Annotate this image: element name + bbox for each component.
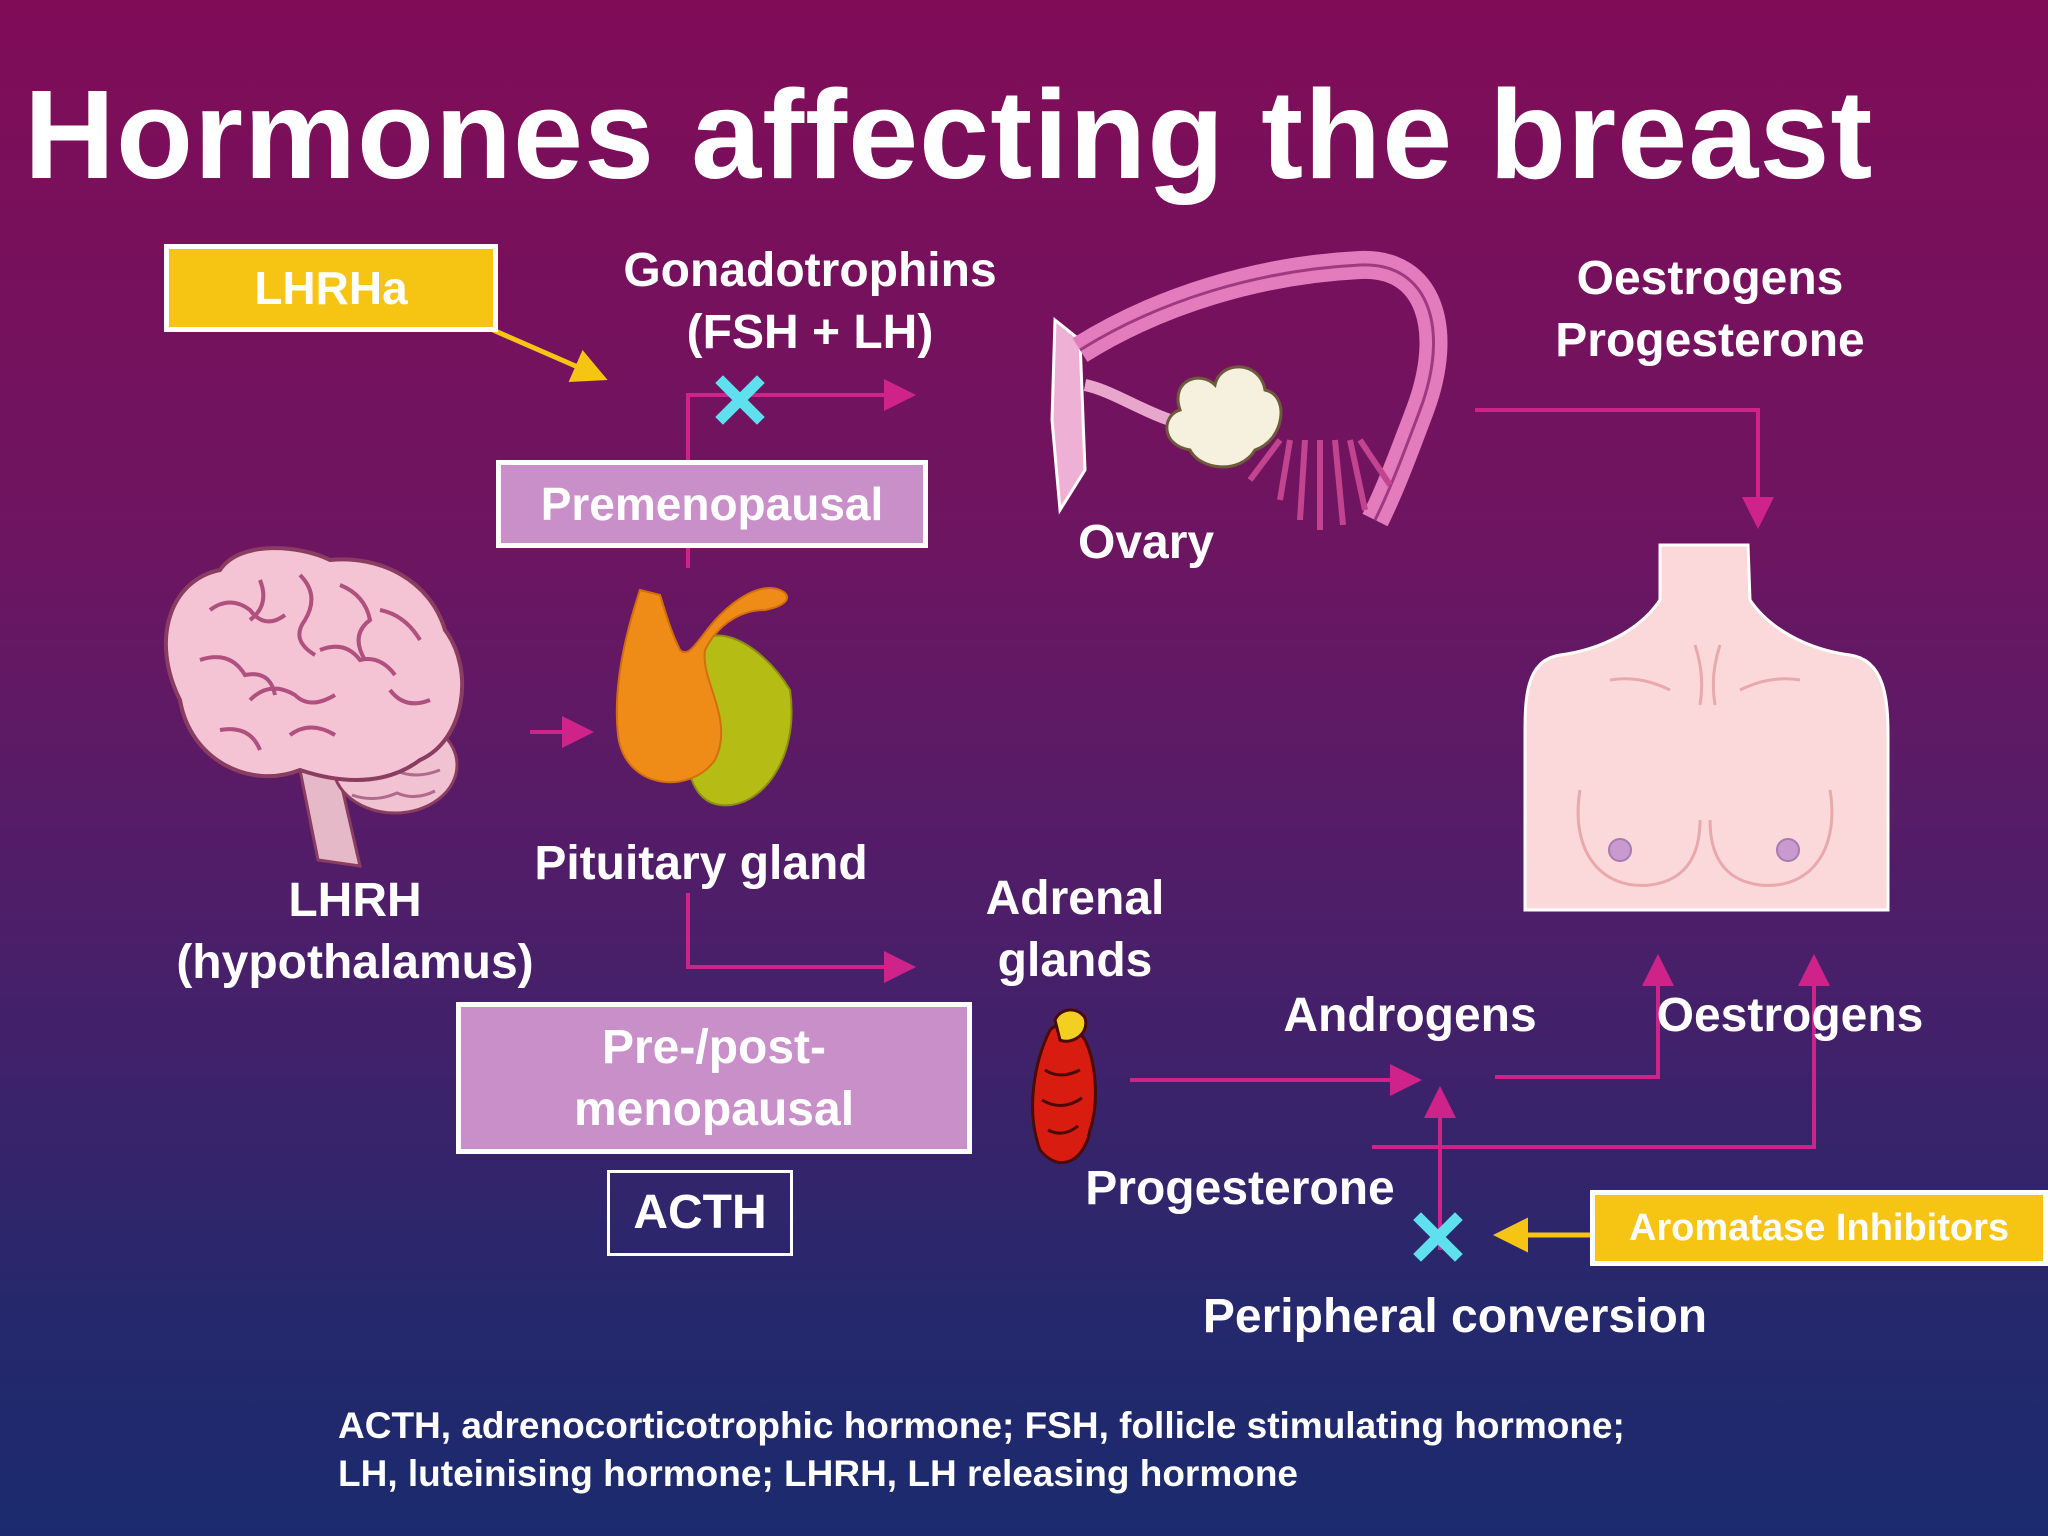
lhrha-label: LHRHa [254, 262, 408, 314]
adrenal-label: Adrenal glands [950, 868, 1200, 992]
ovary-progesterone-line: Progesterone [1555, 314, 1865, 367]
arrow-ovary-to-breast [1475, 408, 1774, 529]
aromatase-inhibitors-box: Aromatase Inhibitors [1590, 1190, 2048, 1266]
arrow-pituitary-to-adrenal [686, 893, 916, 983]
ovary-oestrogens-line: Oestrogens [1576, 252, 1844, 305]
slide-title: Hormones affecting the breast [24, 64, 1874, 205]
adrenal-illustration [1031, 1008, 1097, 1164]
block-cross-icon [1413, 1212, 1463, 1262]
block-cross-icon [715, 375, 765, 425]
footnote-line2: LH, luteinising hormone; LHRH, LH releas… [338, 1453, 1298, 1494]
pituitary-illustration [615, 587, 793, 807]
oestrogens-label: Oestrogens [1656, 989, 1924, 1042]
lhrha-box: LHRHa [164, 244, 498, 332]
lhrh-line2: (hypothalamus) [176, 936, 534, 989]
pituitary-label: Pituitary gland [534, 837, 868, 890]
lhrh-line1: LHRH [288, 874, 422, 927]
adrenal-line1: Adrenal [985, 872, 1165, 925]
premenopausal-label: Premenopausal [540, 478, 884, 530]
arrow-androgens-to-breast [1495, 954, 1674, 1079]
torso-illustration [1523, 543, 1890, 912]
gonadotrophins-line2: (FSH + LH) [686, 306, 934, 359]
acth-box: ACTH [607, 1170, 793, 1256]
adrenal-line2: glands [997, 934, 1153, 987]
ovary-label: Ovary [1078, 516, 1215, 569]
acth-label: ACTH [633, 1186, 767, 1239]
pre-post-line1: Pre-/post- [601, 1021, 826, 1074]
footnote: ACTH, adrenocorticotrophic hormone; FSH,… [338, 1402, 1625, 1498]
pre-post-line2: menopausal [573, 1083, 855, 1136]
ovary-hormones-label: Oestrogens Progesterone [1510, 248, 1910, 372]
brain-illustration [164, 546, 465, 868]
androgens-label: Androgens [1283, 989, 1537, 1042]
aromatase-inhibitors-label: Aromatase Inhibitors [1628, 1207, 2010, 1249]
footnote-line1: ACTH, adrenocorticotrophic hormone; FSH,… [338, 1405, 1625, 1446]
lhrh-label: LHRH (hypothalamus) [150, 870, 560, 994]
arrow-lhrha-to-gonadotrophins [492, 327, 608, 383]
ovary-illustration [1050, 250, 1448, 530]
peripheral-conversion-label: Peripheral conversion [1202, 1290, 1708, 1343]
gonadotrophins-label: Gonadotrophins (FSH + LH) [590, 240, 1030, 364]
adrenal-progesterone-label: Progesterone [1085, 1162, 1395, 1215]
arrow-oestrogens-to-breast [1372, 954, 1830, 1149]
premenopausal-box: Premenopausal [496, 460, 928, 548]
pre-post-menopausal-box: Pre-/post- menopausal [456, 1002, 972, 1154]
gonadotrophins-line1: Gonadotrophins [623, 244, 997, 297]
